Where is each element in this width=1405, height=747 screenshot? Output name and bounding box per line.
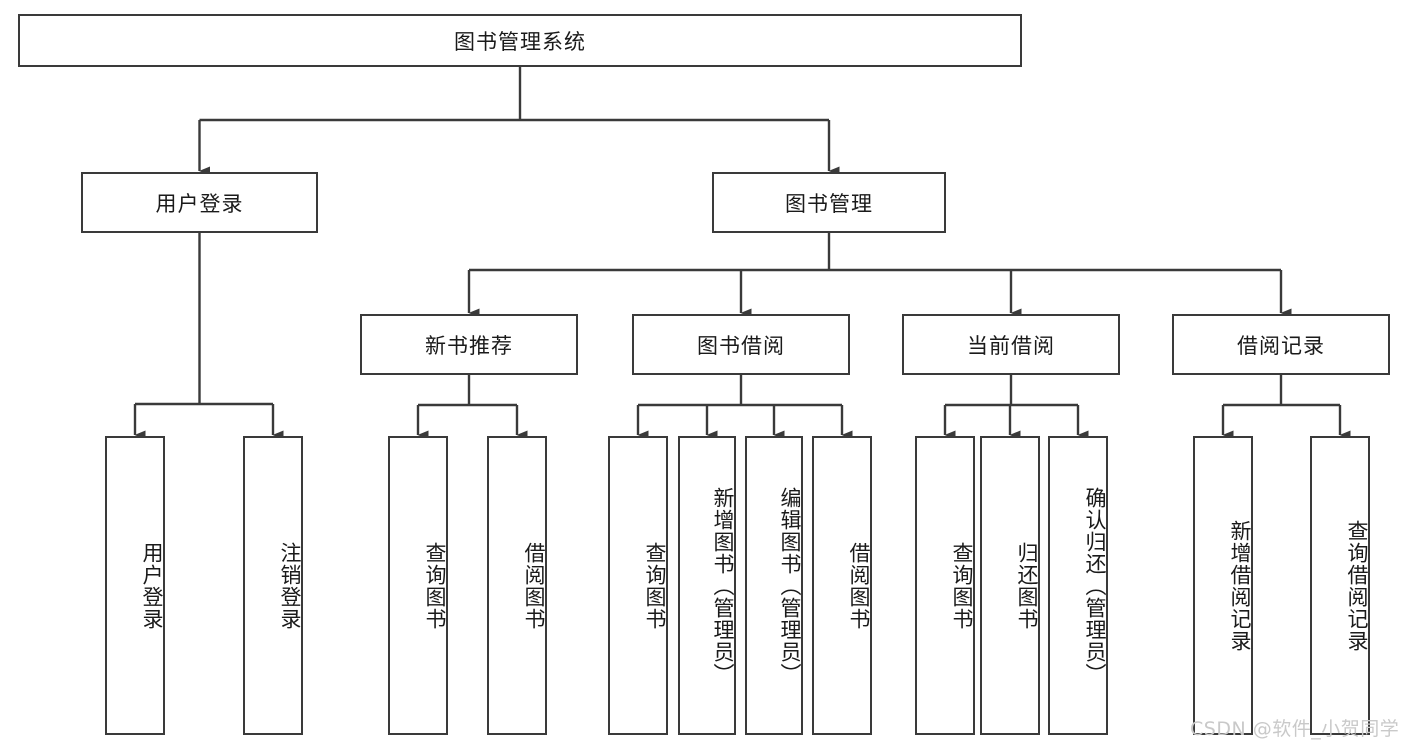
node-l13[interactable]: 查询借阅记录 [1310,436,1370,735]
node-label: 借阅记录 [1237,333,1325,358]
node-label: 新书推荐 [425,333,513,358]
node-root[interactable]: 图书管理系统 [18,14,1022,67]
node-label: 借阅图书 [522,541,546,630]
node-l12[interactable]: 新增借阅记录 [1193,436,1253,735]
node-l9[interactable]: 查询图书 [915,436,975,735]
node-label: 归还图书 [1015,541,1039,630]
node-label: 图书管理 [785,191,873,216]
node-label: 编辑图书（管理员） [778,486,802,685]
node-l2[interactable]: 注销登录 [243,436,303,735]
node-current[interactable]: 当前借阅 [902,314,1120,375]
node-bookmgmt[interactable]: 图书管理 [712,172,946,233]
node-label: 用户登录 [155,191,244,216]
node-l6[interactable]: 新增图书（管理员） [678,436,736,735]
node-borrow[interactable]: 图书借阅 [632,314,850,375]
node-label: 查询图书 [423,541,447,630]
node-label: 查询图书 [950,541,974,630]
node-label: 注销登录 [278,541,302,630]
node-l8[interactable]: 借阅图书 [812,436,872,735]
connector-lines [133,67,1351,440]
node-label: 查询图书 [643,541,667,630]
node-label: 新增借阅记录 [1228,519,1252,652]
node-l7[interactable]: 编辑图书（管理员） [745,436,803,735]
node-label: 当前借阅 [967,333,1055,358]
node-records[interactable]: 借阅记录 [1172,314,1390,375]
node-label: 查询借阅记录 [1345,519,1369,652]
node-l4[interactable]: 借阅图书 [487,436,547,735]
node-label: 用户登录 [140,541,164,630]
node-label: 图书管理系统 [454,29,586,54]
node-label: 新增图书（管理员） [711,486,735,685]
node-label: 图书借阅 [697,333,785,358]
node-l10[interactable]: 归还图书 [980,436,1040,735]
node-l11[interactable]: 确认归还（管理员） [1048,436,1108,735]
node-l3[interactable]: 查询图书 [388,436,448,735]
node-label: 借阅图书 [847,541,871,630]
node-l5[interactable]: 查询图书 [608,436,668,735]
node-l1[interactable]: 用户登录 [105,436,165,735]
node-label: 确认归还（管理员） [1083,486,1107,685]
node-newbook[interactable]: 新书推荐 [360,314,578,375]
node-login[interactable]: 用户登录 [81,172,318,233]
